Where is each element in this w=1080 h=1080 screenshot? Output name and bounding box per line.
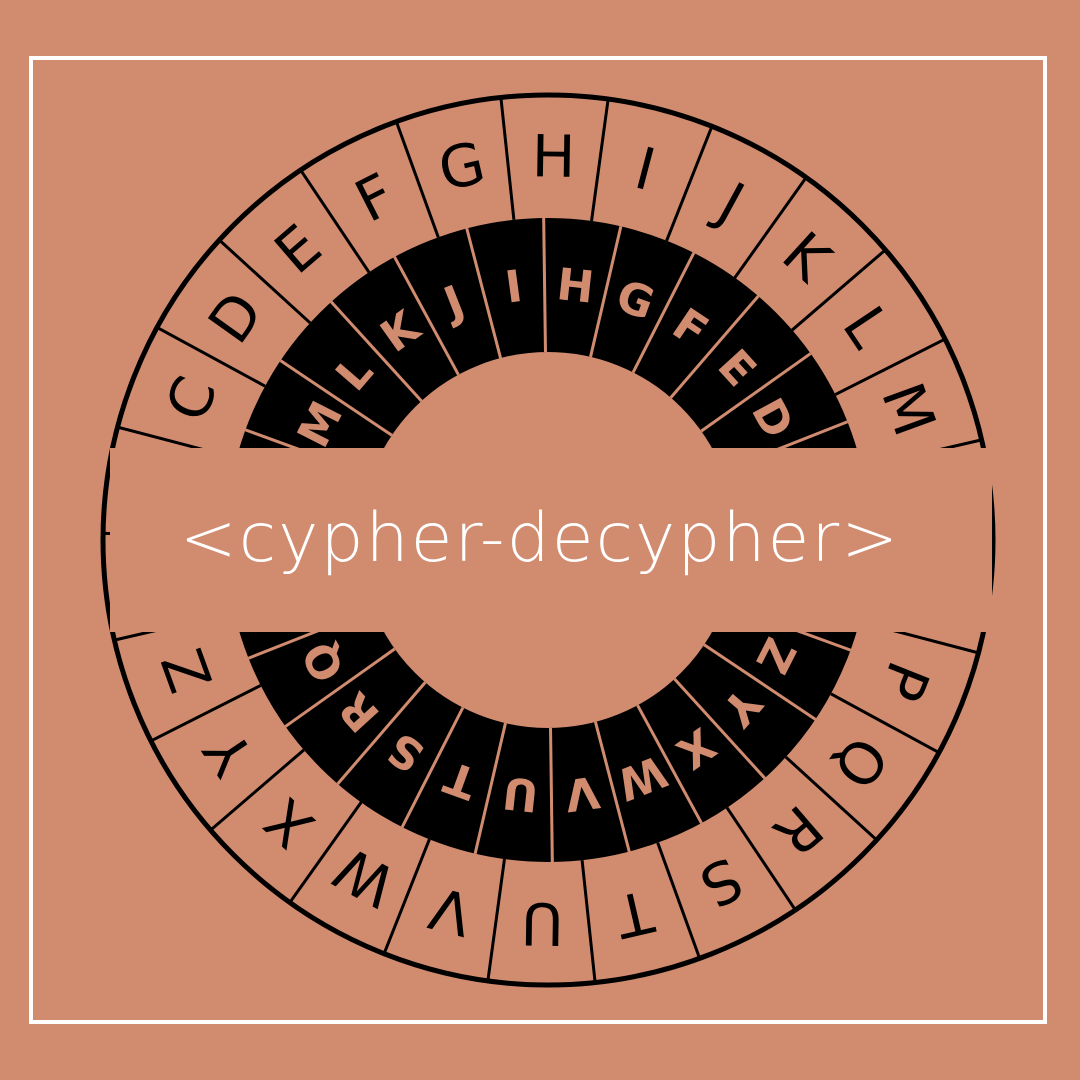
inner-divider <box>473 722 507 854</box>
inner-letter: H <box>554 259 596 314</box>
inner-divider <box>336 681 427 785</box>
inner-divider <box>542 218 547 353</box>
outer-divider <box>218 238 312 325</box>
title-band <box>110 448 992 632</box>
inner-divider <box>465 228 503 359</box>
outer-divider <box>499 97 516 220</box>
outer-divider <box>394 121 440 238</box>
inner-divider <box>549 727 554 862</box>
inner-divider <box>330 300 423 402</box>
inner-letter: I <box>502 261 525 314</box>
outer-divider <box>733 176 808 279</box>
inner-divider <box>393 256 460 376</box>
inner-divider <box>589 226 623 358</box>
outer-letter: U <box>521 889 564 958</box>
outer-letter: H <box>531 122 576 191</box>
outer-ring <box>100 92 996 988</box>
outer-divider <box>288 801 363 904</box>
outer-divider <box>590 98 610 222</box>
inner-divider <box>279 359 393 437</box>
outer-divider <box>791 248 887 332</box>
inner-letter: V <box>562 765 603 820</box>
outer-divider <box>834 337 946 396</box>
outer-divider <box>580 860 597 983</box>
inner-divider <box>669 295 760 399</box>
inner-divider <box>673 678 766 780</box>
outer-divider <box>656 842 702 959</box>
outer-divider <box>665 125 714 242</box>
inner-divider <box>700 352 812 433</box>
inner-divider <box>636 704 703 824</box>
outer-divider <box>486 858 506 982</box>
inner-letter: U <box>500 766 541 821</box>
outer-divider <box>156 326 266 388</box>
page-title: <cypher-decypher> <box>179 499 901 578</box>
outer-divider <box>830 692 940 754</box>
outer-divider <box>150 684 262 743</box>
outer-divider <box>725 806 797 911</box>
inner-divider <box>593 721 631 852</box>
outer-divider <box>784 755 878 842</box>
inner-divider <box>284 647 396 728</box>
inner-divider <box>400 706 465 828</box>
outer-divider <box>209 748 305 832</box>
outer-divider <box>382 838 431 955</box>
inner-divider <box>703 643 817 721</box>
outer-divider <box>299 169 371 274</box>
inner-divider <box>631 252 696 374</box>
white-frame <box>29 56 1047 1024</box>
